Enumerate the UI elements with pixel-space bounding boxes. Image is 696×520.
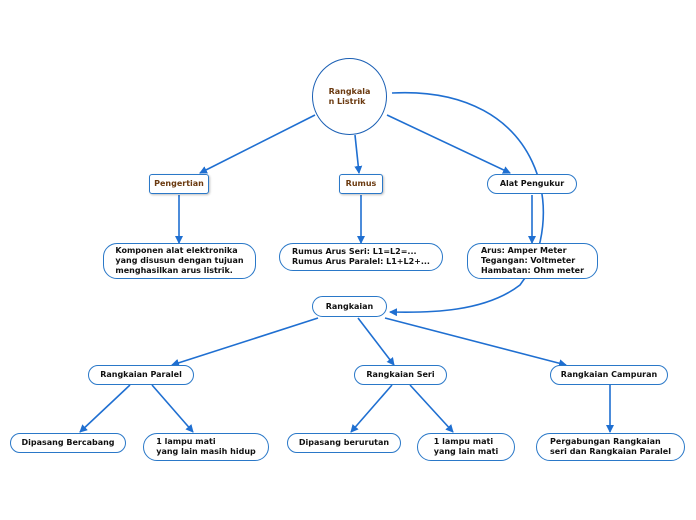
node-paralel-dipasang-bercabang[interactable]: Dipasang Bercabang	[10, 433, 126, 453]
node-paralel-lampu-mati[interactable]: 1 lampu mati yang lain masih hidup	[143, 433, 269, 461]
edge-root-alat	[386, 114, 511, 174]
edge-paralel-a	[79, 384, 131, 433]
node-rumus[interactable]: Rumus	[339, 174, 383, 194]
edge-seri-a	[350, 384, 393, 433]
edge-paralel-b	[151, 384, 194, 433]
edge-root-pengertian	[199, 114, 316, 174]
node-seri-dipasang-berurutan[interactable]: Dipasang berurutan	[287, 433, 401, 453]
edge-rangkaian-paralel	[171, 317, 319, 367]
edge-seri-b	[409, 384, 454, 433]
node-rangkaian-campuran[interactable]: Rangkaian Campuran	[550, 365, 668, 385]
node-root-rangkaian-listrik[interactable]: Rangkala n Listrik	[312, 58, 387, 135]
edge-root-rangkaian	[389, 92, 545, 317]
node-pengertian-desc[interactable]: Komponen alat elektronika yang disusun d…	[103, 243, 256, 279]
node-alat-desc[interactable]: Arus: Amper Meter Tegangan: Voltmeter Ha…	[467, 243, 598, 279]
edge-rangkaian-campuran	[384, 317, 567, 368]
node-rangkaian[interactable]: Rangkaian	[312, 296, 387, 317]
node-rumus-desc[interactable]: Rumus Arus Seri: L1=L2=... Rumus Arus Pa…	[279, 243, 443, 271]
node-campuran-desc[interactable]: Pergabungan Rangkaian seri dan Rangkaian…	[536, 433, 685, 461]
node-seri-lampu-mati[interactable]: 1 lampu mati yang lain mati	[417, 433, 515, 461]
node-rangkaian-paralel[interactable]: Rangkaian Paralel	[88, 365, 194, 385]
node-alat-pengukur[interactable]: Alat Pengukur	[487, 174, 577, 194]
edge-rangkaian-seri	[357, 317, 395, 366]
edge-root-rumus	[354, 134, 363, 174]
node-pengertian[interactable]: Pengertian	[149, 174, 209, 194]
node-rangkaian-seri[interactable]: Rangkaian Seri	[354, 365, 447, 385]
